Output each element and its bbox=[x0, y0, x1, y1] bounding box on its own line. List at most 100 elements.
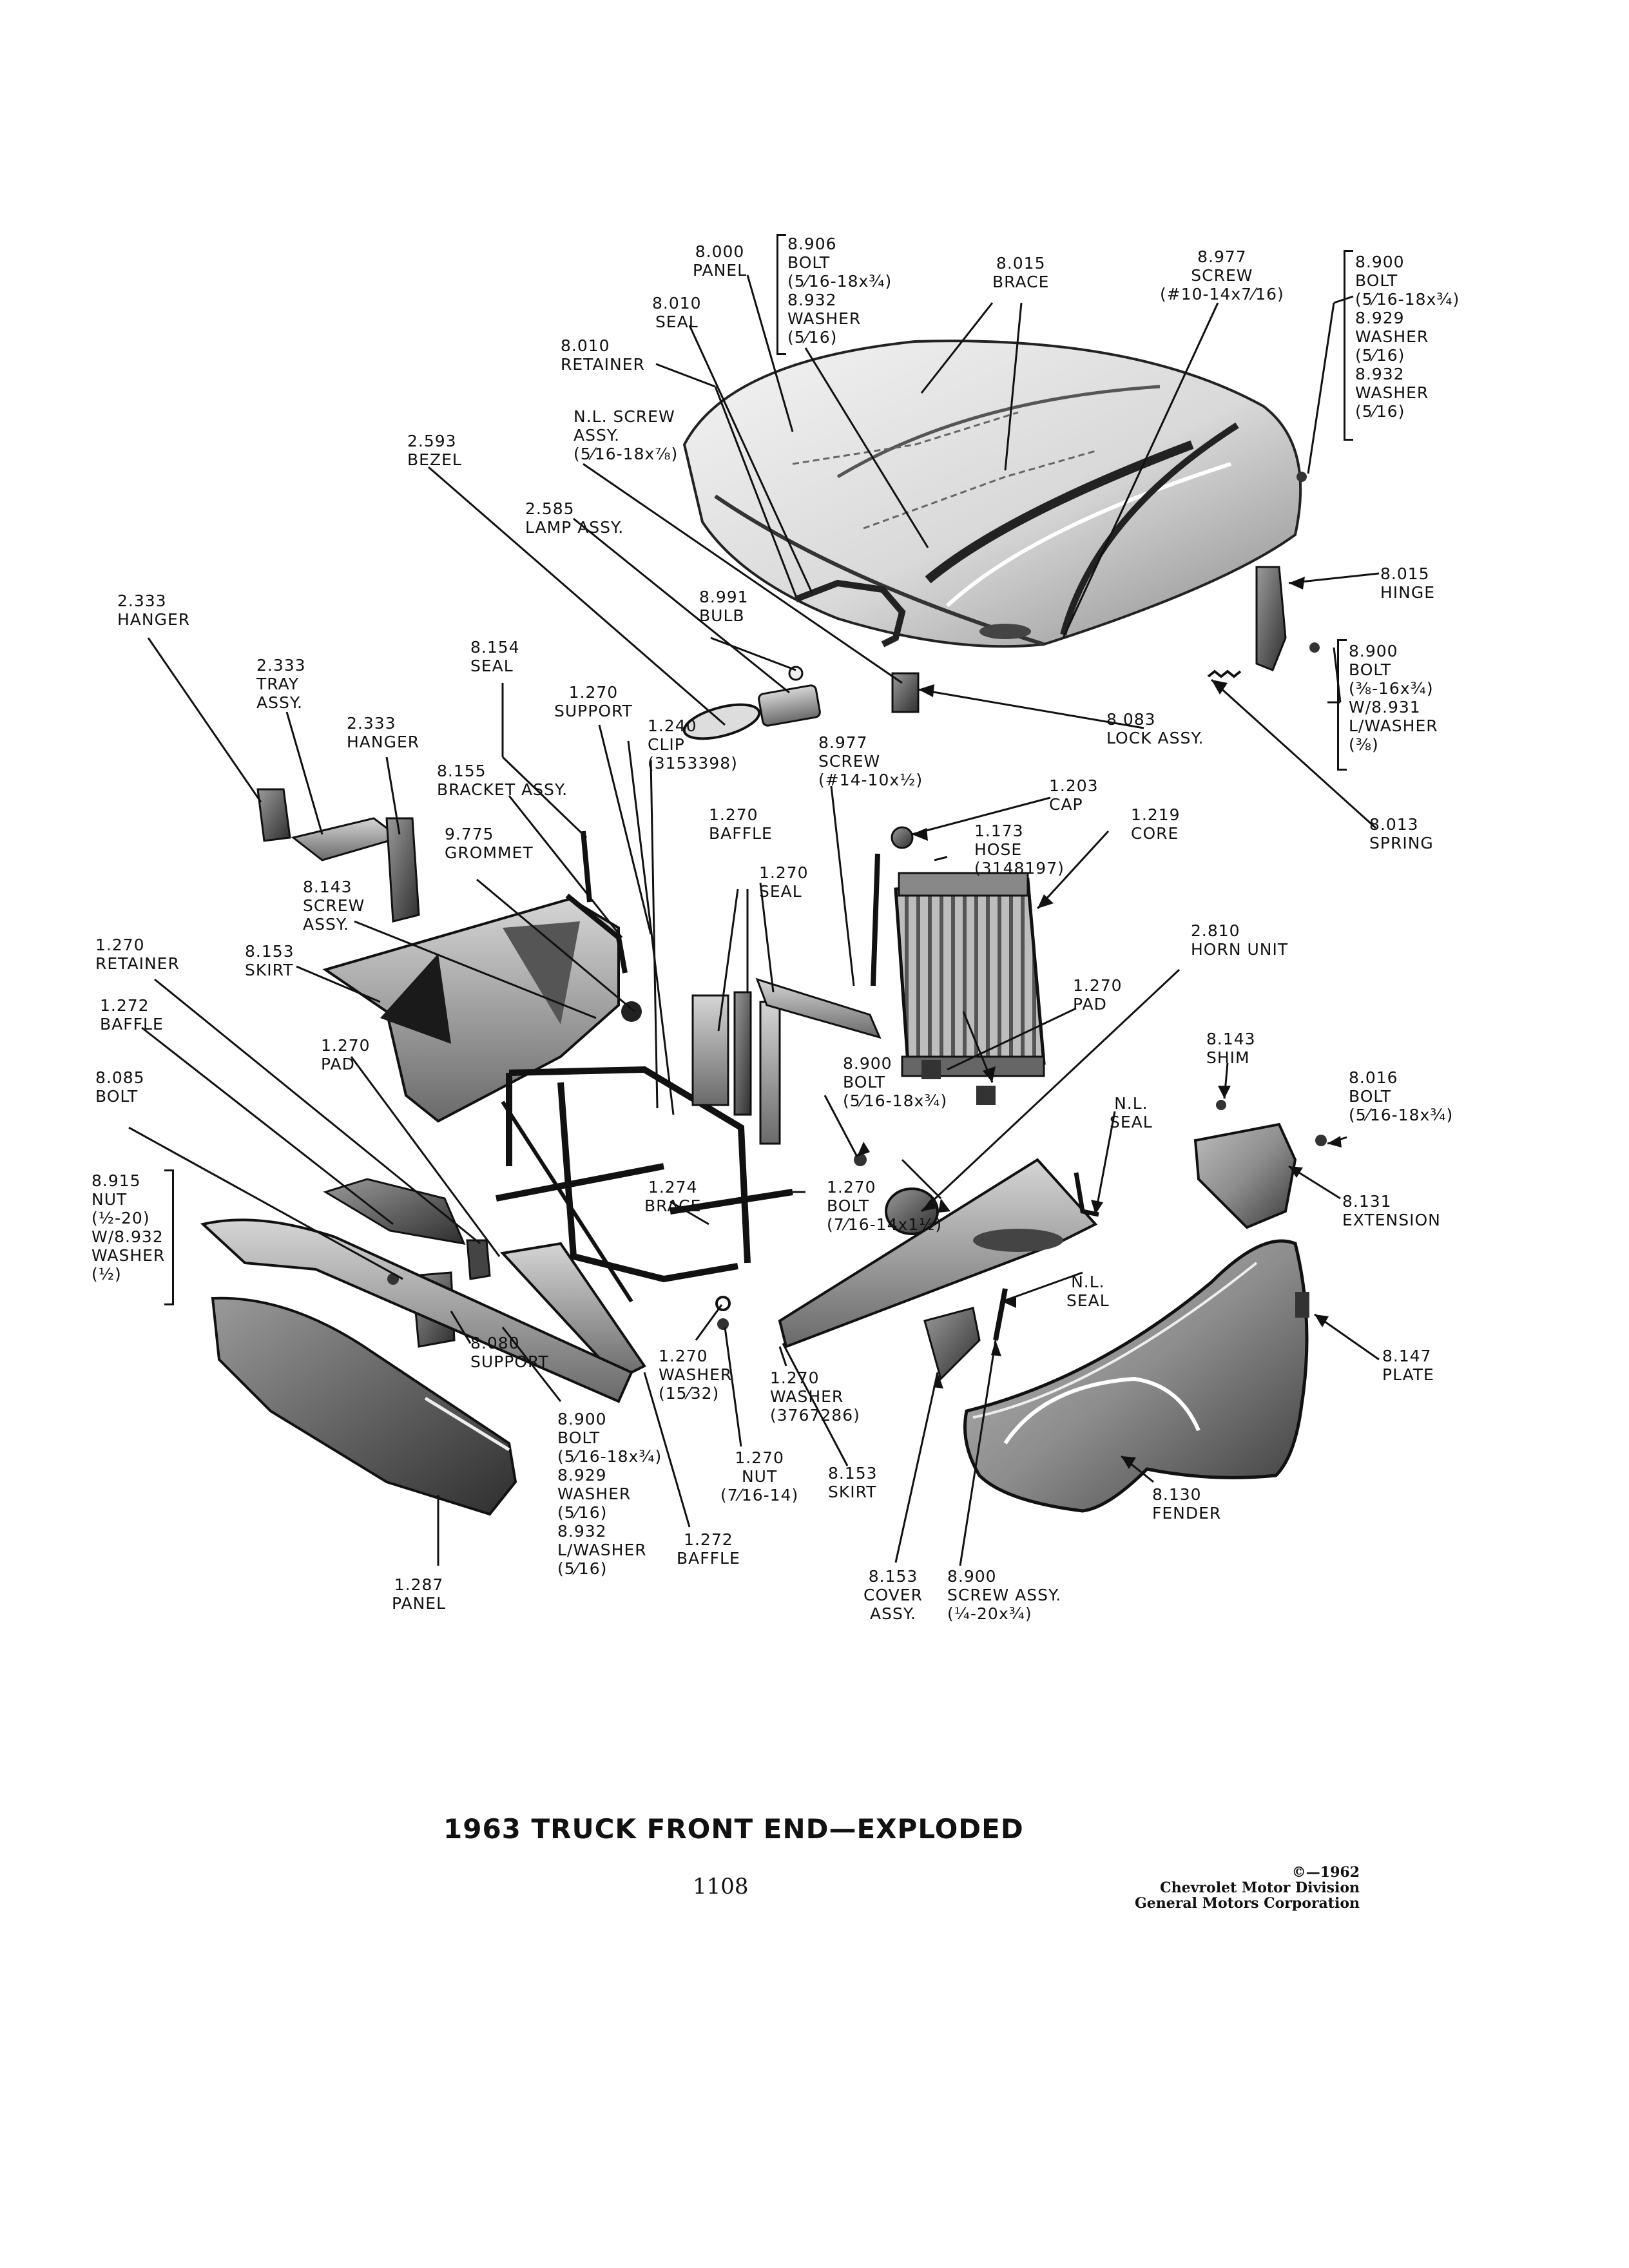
leader-lines bbox=[128, 274, 1380, 1566]
skirt-seal bbox=[581, 831, 592, 903]
callout-screw-assy-8900: 8.900 SCREW ASSY. (¼-20x¾) bbox=[947, 1567, 1062, 1623]
fender-plate bbox=[1295, 1292, 1309, 1318]
callout-retainer-1270: 1.270 RETAINER bbox=[95, 936, 180, 973]
callout-baffle-1272-lower: 1.272 BAFFLE bbox=[677, 1530, 740, 1568]
callout-extension-8131: 8.131 EXTENSION bbox=[1342, 1192, 1441, 1229]
callout-skirt-8153-lower: 8.153 SKIRT bbox=[828, 1464, 878, 1501]
callout-screw-8977-mid: 8.977 SCREW (#14-10x½) bbox=[818, 733, 923, 789]
radiator-retainer bbox=[466, 1239, 491, 1280]
page-title: 1963 TRUCK FRONT END—EXPLODED bbox=[443, 1813, 1024, 1845]
callout-cap-1203: 1.203 CAP bbox=[1049, 776, 1099, 814]
radiator-cap bbox=[891, 826, 914, 849]
callout-bolt-washers-8900-top: 8.900 BOLT (5⁄16-18x¾) 8.929 WASHER (5⁄1… bbox=[1355, 253, 1460, 421]
callout-nut-washer-8915: 8.915 NUT (½-20) W/8.932 WASHER (½) bbox=[92, 1171, 166, 1283]
hood-retainer bbox=[795, 579, 906, 648]
brace-nut bbox=[717, 1318, 729, 1330]
copyright-corporation: General Motors Corporation bbox=[1134, 1895, 1360, 1912]
callout-bolt-8900-mid: 8.900 BOLT (5⁄16-18x¾) bbox=[843, 1054, 948, 1110]
callout-bolt-washers-8900-bottom: 8.900 BOLT (5⁄16-18x¾) 8.929 WASHER (5⁄1… bbox=[557, 1410, 662, 1578]
fender bbox=[963, 1239, 1309, 1513]
grille-baffle-lower bbox=[500, 1242, 646, 1381]
bracket-assy bbox=[565, 893, 628, 974]
callout-tray-assy-2333: 2.333 TRAY ASSY. bbox=[256, 656, 306, 712]
radiator-seal-vertical bbox=[733, 991, 752, 1116]
hinge bbox=[1255, 566, 1287, 671]
copyright-division: Chevrolet Motor Division bbox=[1160, 1879, 1360, 1896]
lamp-bulb bbox=[788, 666, 804, 681]
bracket-8906 bbox=[776, 234, 786, 355]
callout-seal-8010: 8.010 SEAL bbox=[652, 294, 702, 331]
radiator-baffle-upper bbox=[755, 977, 882, 1039]
battery-hanger-left bbox=[256, 788, 291, 842]
nl-seal-lower-part bbox=[993, 1288, 1008, 1341]
battery-tray-assy bbox=[291, 817, 402, 861]
callout-screw-assy-8143: 8.143 SCREW ASSY. bbox=[303, 878, 365, 934]
extension-shim bbox=[1216, 1100, 1226, 1110]
callout-core-1219: 1.219 CORE bbox=[1131, 805, 1181, 843]
radiator-pad-2 bbox=[976, 1086, 996, 1105]
spring bbox=[1207, 669, 1242, 678]
callout-seal-1270: 1.270 SEAL bbox=[759, 863, 809, 901]
callout-bezel-2593: 2.593 BEZEL bbox=[407, 432, 462, 469]
battery-hanger-mid bbox=[385, 817, 420, 923]
callout-horn-unit-2810: 2.810 HORN UNIT bbox=[1191, 921, 1289, 959]
callout-lamp-assy-2585: 2.585 LAMP ASSY. bbox=[525, 499, 624, 537]
horn-unit bbox=[885, 1187, 939, 1235]
callout-bolt-8085: 8.085 BOLT bbox=[95, 1068, 145, 1106]
callout-washer-1270-large: 1.270 WASHER (3767286) bbox=[770, 1369, 860, 1425]
radiator-core bbox=[894, 872, 1046, 1077]
parking-lamp-assy bbox=[758, 684, 821, 727]
callout-brace-8015: 8.015 BRACE bbox=[992, 254, 1050, 291]
overflow-hose bbox=[871, 853, 880, 986]
hinge-bolt bbox=[1309, 642, 1320, 653]
callout-bolt-8016: 8.016 BOLT (5⁄16-18x¾) bbox=[1349, 1068, 1454, 1124]
copyright-year: ©—1962 bbox=[1291, 1864, 1360, 1881]
radiator-seal-right bbox=[759, 1001, 781, 1145]
callout-panel-8000: 8.000 PANEL bbox=[693, 242, 747, 280]
callout-seal-8154: 8.154 SEAL bbox=[470, 638, 520, 675]
bracket-8915 bbox=[164, 1169, 174, 1305]
callout-bolt-lwasher-8900-right: 8.900 BOLT (⅜-16x¾) W/8.931 L/WASHER (⅜) bbox=[1349, 642, 1438, 754]
radiator-baffle-left bbox=[691, 994, 729, 1106]
grommet bbox=[621, 1001, 642, 1022]
bracket-8900-right bbox=[1337, 639, 1347, 771]
callout-lock-assy-8083: 8.083 LOCK ASSY. bbox=[1106, 710, 1204, 747]
callout-skirt-8153-left: 8.153 SKIRT bbox=[245, 942, 294, 979]
callout-shim-8143: 8.143 SHIM bbox=[1206, 1030, 1256, 1067]
callout-hanger-2333-mid: 2.333 HANGER bbox=[347, 714, 420, 751]
page-number: 1108 bbox=[693, 1874, 749, 1899]
callout-bracket-assy-8155: 8.155 BRACKET ASSY. bbox=[437, 762, 568, 799]
leader-arrowheads bbox=[857, 577, 1342, 1469]
callout-plate-8147: 8.147 PLATE bbox=[1382, 1347, 1434, 1384]
brace-washer bbox=[715, 1296, 731, 1311]
callout-fender-8130: 8.130 FENDER bbox=[1152, 1485, 1222, 1523]
skirt-cover-assy bbox=[923, 1307, 981, 1381]
fender-extension bbox=[1193, 1122, 1297, 1229]
callout-bulb-8991: 8.991 BULB bbox=[699, 588, 749, 625]
callout-support-8080: 8.080 SUPPORT bbox=[470, 1334, 549, 1371]
extension-bolt bbox=[1315, 1135, 1327, 1146]
grille-baffle-upper bbox=[323, 1178, 466, 1245]
callout-nl-screw-assy: N.L. SCREW ASSY. (5⁄16-18x⅞) bbox=[574, 407, 679, 463]
callout-support-1270: 1.270 SUPPORT bbox=[554, 683, 633, 720]
nl-seal-upper-part bbox=[1074, 1172, 1099, 1217]
radiator-pad bbox=[921, 1060, 941, 1079]
callout-grommet-9775: 9.775 GROMMET bbox=[445, 825, 534, 862]
callout-baffle-1270: 1.270 BAFFLE bbox=[709, 805, 773, 843]
support-rod bbox=[501, 1100, 633, 1303]
bracket-8900-top bbox=[1344, 250, 1353, 441]
callout-hinge-8015: 8.015 HINGE bbox=[1380, 564, 1436, 602]
callout-retainer-8010: 8.010 RETAINER bbox=[561, 336, 645, 374]
callout-brace-1274: 1.274 BRACE bbox=[644, 1178, 702, 1215]
callout-bolt-1270: 1.270 BOLT (7⁄16-14x1½) bbox=[827, 1178, 943, 1234]
callout-nl-seal-upper: N.L. SEAL bbox=[1110, 1094, 1153, 1131]
callout-hose-1173: 1.173 HOSE (3148197) bbox=[974, 822, 1065, 878]
callout-cover-assy-8153: 8.153 COVER ASSY. bbox=[863, 1567, 923, 1623]
hood-panel bbox=[682, 340, 1302, 648]
callout-hanger-2333-left: 2.333 HANGER bbox=[117, 591, 191, 629]
callout-screw-8977-top: 8.977 SCREW (#10-14x7⁄16) bbox=[1160, 247, 1284, 303]
copyright-block: ©—1962 Chevrolet Motor Division General … bbox=[1135, 1865, 1360, 1911]
callout-pad-1270-left: 1.270 PAD bbox=[321, 1036, 371, 1073]
callout-spring-8013: 8.013 SPRING bbox=[1369, 815, 1434, 852]
